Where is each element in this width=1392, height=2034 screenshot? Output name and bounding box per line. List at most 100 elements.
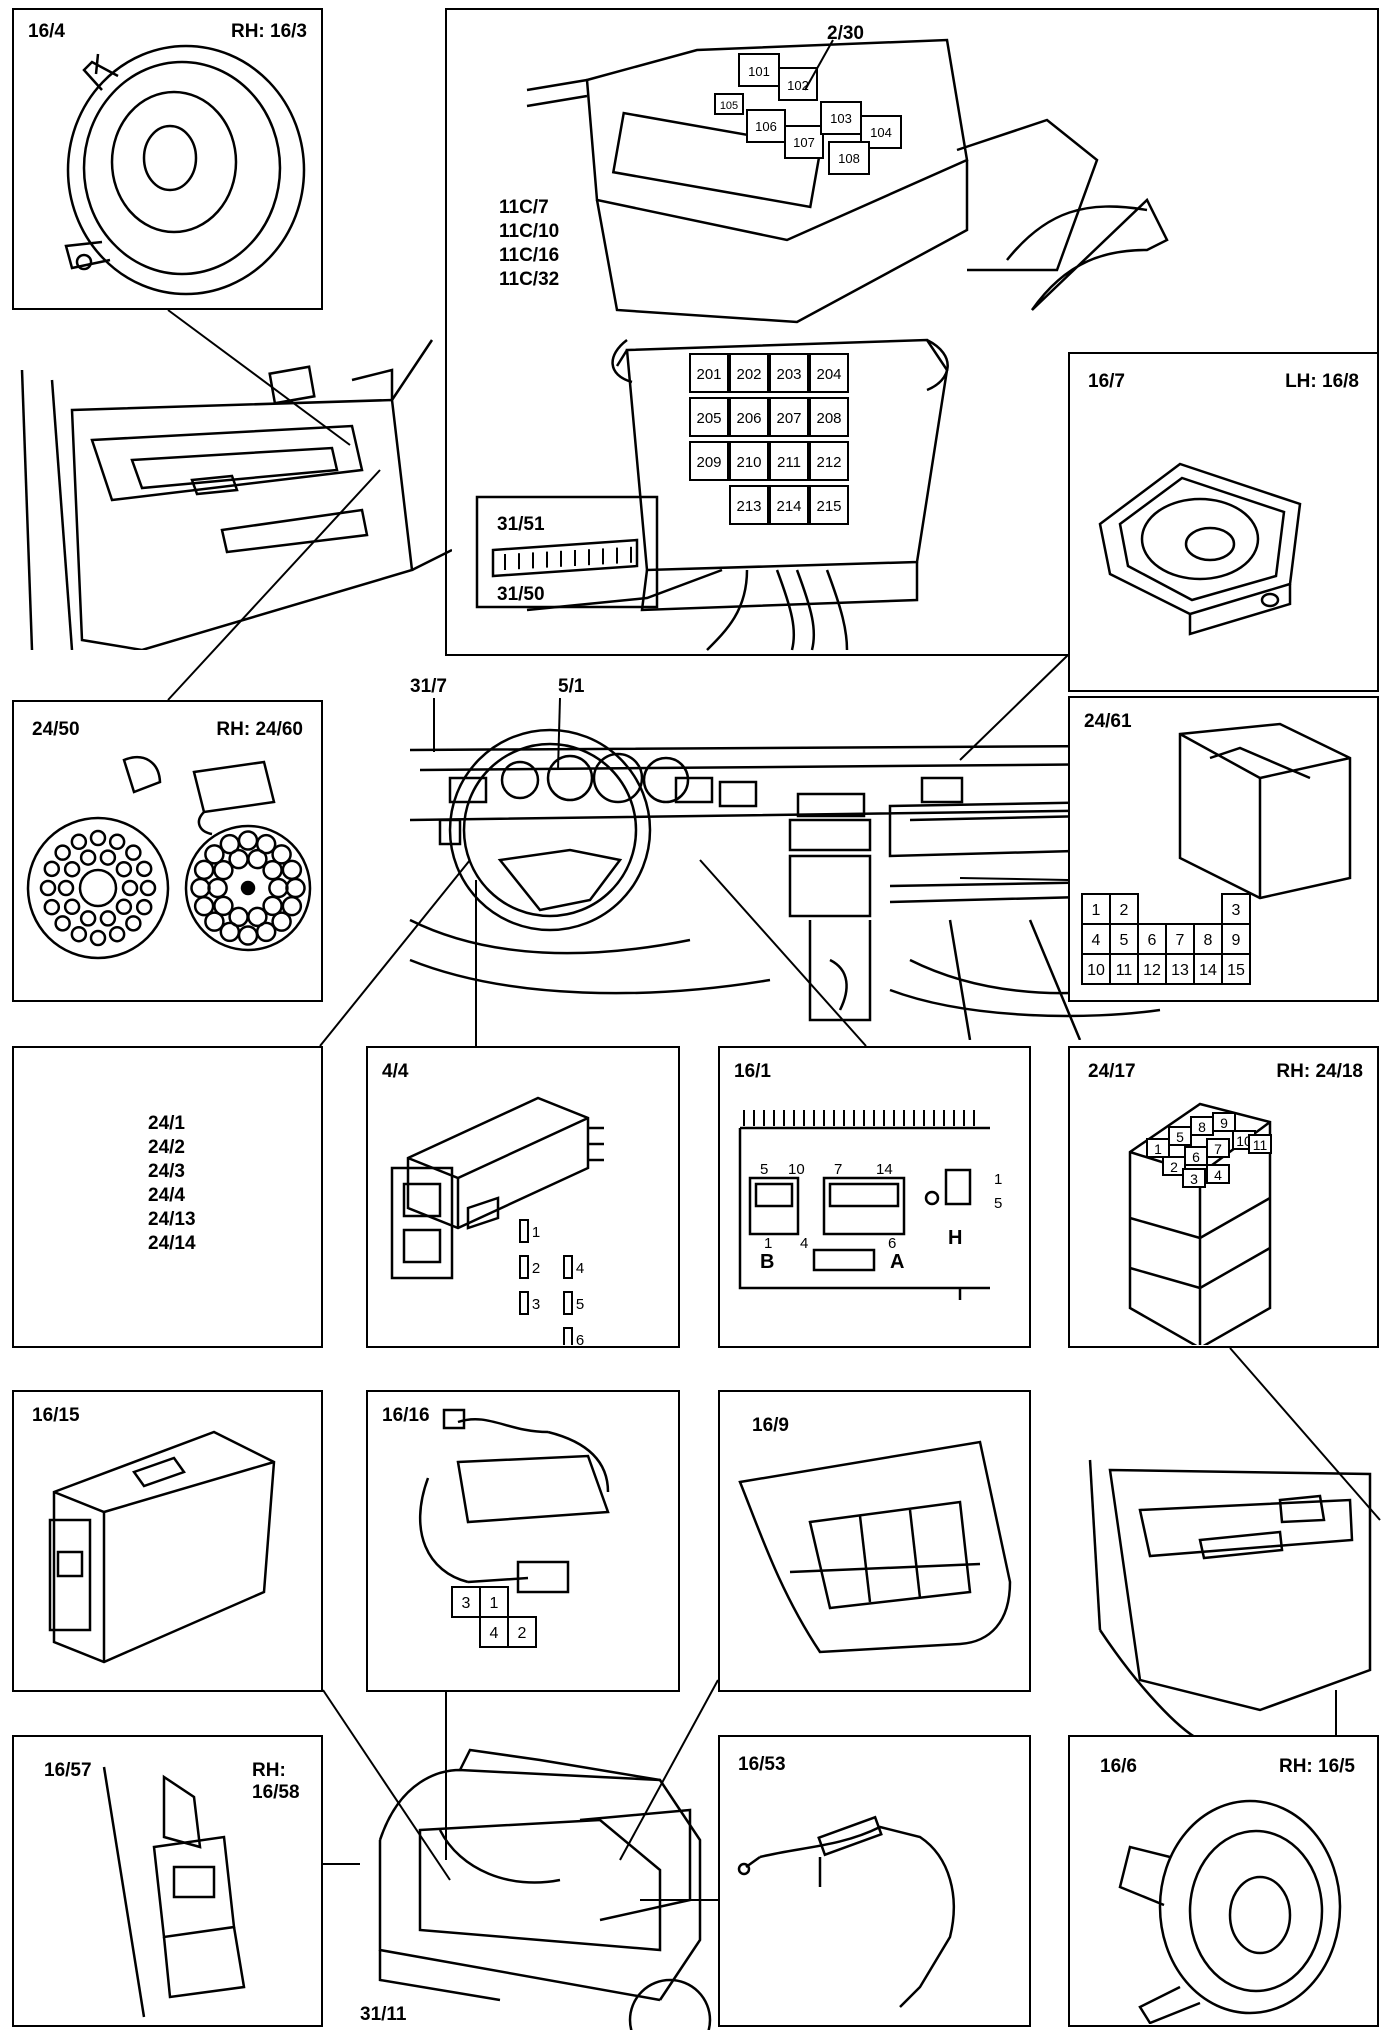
pin-cell	[1165, 923, 1195, 955]
h-pin-1: 1	[994, 1171, 1002, 1188]
panel-24-50-connector: 24/50 RH: 24/60	[12, 700, 323, 1002]
pin-label-6: 6	[1148, 932, 1157, 949]
panel-code: 16/15	[32, 1405, 80, 1426]
fuse-slot	[769, 353, 809, 393]
pin-label-2: 2	[518, 1625, 527, 1642]
pin-hole	[139, 879, 157, 897]
code-item: 11C/7	[499, 197, 549, 218]
fuse-slot	[769, 441, 809, 481]
fuse-slot	[689, 353, 729, 393]
h-pin-5: 5	[994, 1195, 1002, 1212]
pin-label-5: 5	[1176, 1129, 1184, 1145]
code-item: 24/13	[148, 1209, 196, 1230]
rh-code: RH: 24/18	[1276, 1061, 1363, 1082]
pin-hole	[79, 849, 97, 866]
pin-label-15: 15	[1227, 962, 1245, 979]
pin-4: 4	[800, 1235, 808, 1252]
pin-hole	[63, 860, 81, 878]
fuse-label-211: 211	[777, 454, 801, 471]
pin-hole	[213, 859, 234, 881]
pin-hole	[213, 895, 234, 917]
fuse-105: 105	[720, 100, 738, 112]
fuse-101: 101	[748, 64, 770, 79]
pin-hole	[54, 915, 71, 932]
panel-16-57-antenna-amp: 16/57 RH: 16/58	[12, 1735, 323, 2027]
pin-1: 1	[764, 1235, 772, 1252]
rh-code: RH: 16/5	[1278, 1756, 1355, 1777]
pin-10: 10	[788, 1161, 805, 1178]
pin-label-3: 3	[532, 1296, 540, 1313]
fuse-slot	[729, 397, 769, 437]
speaker-illustration	[1118, 1799, 1342, 2024]
pin-hole	[121, 879, 139, 897]
pin-cell	[1146, 1138, 1170, 1158]
fuse-label-205: 205	[696, 410, 721, 427]
pin-hole	[57, 879, 75, 897]
conn-h: H	[948, 1227, 962, 1249]
pin-hole	[39, 879, 57, 897]
pin-label-4: 4	[1214, 1167, 1222, 1183]
pin-label-8: 8	[1198, 1119, 1206, 1135]
conn-a: A	[890, 1251, 904, 1273]
pin-hole	[204, 844, 225, 865]
pin-hole	[54, 844, 71, 861]
pin-hole	[271, 911, 292, 932]
pin-hole	[281, 895, 303, 917]
fuse-slot	[729, 485, 769, 525]
pin-cell	[507, 1616, 537, 1648]
panel-16-7-speaker: 16/7 LH: 16/8	[1068, 352, 1379, 692]
pin-7: 7	[834, 1161, 842, 1178]
pin-label-11: 11	[1253, 1137, 1268, 1153]
pin-hole	[255, 833, 277, 855]
pin-hole	[108, 833, 126, 851]
pin-6: 6	[888, 1235, 896, 1252]
panel-16-4-speaker: 16/4 RH: 16/3	[12, 8, 323, 310]
window-antenna-illustration	[738, 1440, 1012, 1654]
pin-hole	[219, 921, 241, 943]
panel-16-1-radio: 16/1 5 10 7 14 1 4 6	[718, 1046, 1031, 1348]
pin-cell	[1109, 923, 1139, 955]
panel-code: 16/16	[382, 1405, 430, 1426]
fuse-label-213: 213	[736, 498, 761, 515]
pin-cell	[1182, 1168, 1206, 1188]
pin-label-9: 9	[1220, 1115, 1228, 1131]
fuse-107: 107	[793, 135, 815, 150]
pin-hole	[99, 910, 117, 927]
panel-code: 24/61	[1084, 711, 1132, 732]
fuse-102: 102	[787, 78, 809, 93]
pin-label-3: 3	[462, 1595, 471, 1612]
panel-code: 16/6	[1100, 1756, 1137, 1777]
pin-cell	[1248, 1134, 1272, 1154]
code-item: 24/4	[148, 1185, 185, 1206]
pin-slot	[519, 1219, 529, 1243]
pin-cell	[1221, 953, 1251, 985]
pin-14: 14	[876, 1161, 893, 1178]
fuse-label-212: 212	[816, 454, 841, 471]
pin-hole	[99, 849, 117, 866]
pin-hole	[43, 860, 61, 878]
pin-label-13: 13	[1171, 962, 1189, 979]
dash-label-31-7: 31/7	[410, 676, 447, 697]
conn-label-31-51: 31/51	[497, 514, 545, 535]
pin-slot	[563, 1255, 573, 1279]
pin-cell	[1165, 953, 1195, 985]
pin-hole	[70, 833, 88, 851]
code-item: 11C/32	[499, 269, 560, 290]
pin-label-7: 7	[1214, 1141, 1222, 1157]
radio-rear-illustration: 5 10 7 14 1 4 6 1 5 B A H	[738, 1110, 1002, 1300]
pin-hole	[262, 895, 283, 917]
speaker-illustration	[64, 44, 306, 296]
pin-label-5: 5	[576, 1296, 584, 1313]
fuse-slot	[809, 397, 849, 437]
pin-cell	[479, 1586, 509, 1618]
fuse-slot	[689, 441, 729, 481]
code-item: 11C/10	[499, 221, 560, 242]
pin-hole	[271, 844, 292, 865]
pin-label-2: 2	[1120, 902, 1129, 919]
pin-hole	[228, 906, 249, 928]
fuse-label-208: 208	[816, 410, 841, 427]
pin-label-1: 1	[532, 1224, 540, 1241]
